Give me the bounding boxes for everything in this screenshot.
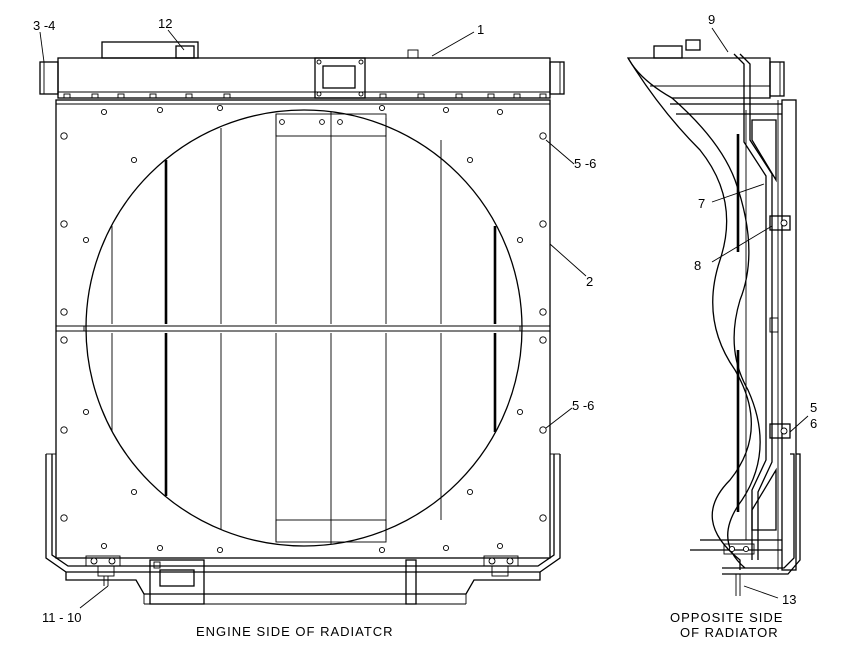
view-captions: ENGINE SIDE OF RADIATCR OPPOSITE SIDE OF… <box>196 610 783 640</box>
top-tank <box>57 41 551 99</box>
callout-7: 7 <box>698 196 705 211</box>
pipe-fitting-left <box>39 61 59 95</box>
callout-1: 1 <box>477 22 484 37</box>
top-bolt-row <box>63 93 547 99</box>
opposite-side-leaders <box>711 27 809 599</box>
side-bottom-support <box>722 453 801 596</box>
engine-side-leaders <box>39 29 587 609</box>
tie-rod <box>733 53 773 560</box>
callout-5-6-lower: 5 -6 <box>572 398 594 413</box>
callout-2: 2 <box>586 274 593 289</box>
callout-5-6-upper: 5 -6 <box>574 156 596 171</box>
callout-9: 9 <box>708 12 715 27</box>
callout-12: 12 <box>158 16 172 31</box>
callout-8: 8 <box>694 258 701 273</box>
callout-3-4: 3 -4 <box>33 18 55 33</box>
opposite-side-view <box>626 27 809 599</box>
bottom-mount-bolts <box>85 555 519 586</box>
bottom-support-frame <box>45 453 561 605</box>
engine-side-caption: ENGINE SIDE OF RADIATCR <box>196 624 394 639</box>
side-break-line <box>627 57 761 570</box>
fan-shroud-frame <box>55 99 551 559</box>
callout-6-side: 6 <box>810 416 817 431</box>
callout-labels: 1 2 3 -4 5 -6 5 -6 5 6 7 8 9 11 - 10 12 … <box>33 12 817 625</box>
core-slats <box>111 112 497 544</box>
callout-11-10: 11 - 10 <box>42 610 82 625</box>
side-brackets <box>769 215 791 439</box>
side-frame <box>670 99 797 571</box>
opposite-side-caption-line1: OPPOSITE SIDE <box>670 610 783 625</box>
callout-5-side: 5 <box>810 400 817 415</box>
pipe-fitting-right <box>549 61 565 95</box>
opposite-side-caption-line2: OF RADIATOR <box>680 625 779 640</box>
engine-side-view <box>39 29 587 609</box>
fan-opening <box>85 109 523 547</box>
side-top-tank <box>626 39 785 99</box>
callout-13: 13 <box>782 592 796 607</box>
shroud-mounting-holes <box>60 104 547 554</box>
